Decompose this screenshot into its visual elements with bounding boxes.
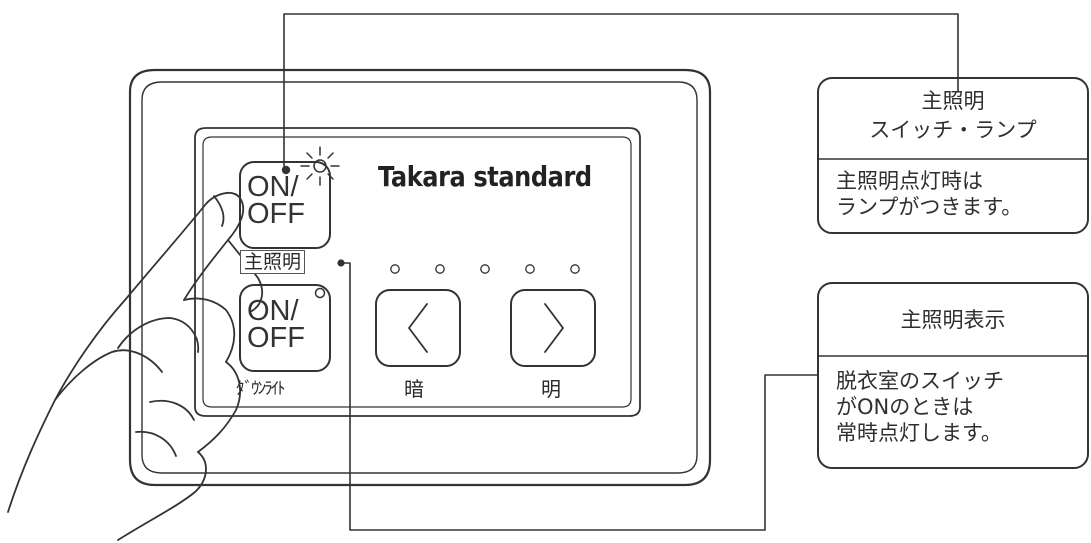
control-panel-face-inner <box>202 136 632 408</box>
dimmer-dark-button-shape <box>375 289 461 367</box>
callout-2-body-line2: がONのときは <box>836 395 974 419</box>
control-panel-face <box>194 127 641 417</box>
callout-2-body: 脱衣室のスイッチ がONのときは 常時点灯します。 <box>836 368 1004 446</box>
callout-box-1 <box>817 77 1089 234</box>
callout-2-body-line3: 常時点灯します。 <box>836 421 1002 445</box>
dimmer-dark-label: 暗 <box>404 377 424 401</box>
leader-line-lamp <box>283 13 959 167</box>
downlight-button[interactable]: ON/ OFF <box>247 295 305 354</box>
downlight-button-line1: ON/ <box>247 295 299 327</box>
switch-plate-outer <box>128 68 712 487</box>
callout-1-title: 主照明 スイッチ・ランプ <box>819 87 1087 145</box>
dimmer-bright-button-shape <box>510 289 596 367</box>
callout-2-title: 主照明表示 <box>819 306 1087 335</box>
callout-1-body-line2: ランプがつきます。 <box>836 195 1023 219</box>
switch-plate-inner-rim <box>141 81 698 474</box>
callout-1-title-line2: スイッチ・ランプ <box>869 118 1037 142</box>
leader-line-indicator <box>340 262 819 531</box>
dimmer-bright-label: 明 <box>541 377 561 401</box>
hand-illustration <box>7 192 264 541</box>
brightness-level-dots <box>390 264 580 274</box>
callout-1-body: 主照明点灯時は ランプがつきます。 <box>836 168 1022 220</box>
main-lighting-label: 主照明 <box>240 250 306 274</box>
main-light-button-shape <box>239 161 331 249</box>
main-light-button[interactable]: ON/ OFF <box>247 171 305 230</box>
downlight-indicator <box>314 287 326 299</box>
callout-2-body-line1: 脱衣室のスイッチ <box>836 369 1004 393</box>
callout-1-body-line1: 主照明点灯時は <box>836 169 983 193</box>
main-light-button-line2: OFF <box>247 198 305 230</box>
downlight-button-line2: OFF <box>247 322 305 354</box>
main-light-button-line1: ON/ <box>247 171 299 203</box>
callout-box-2 <box>817 282 1089 469</box>
callout-1-title-line1: 主照明 <box>921 89 985 113</box>
callout-2-title-line1: 主照明表示 <box>900 308 1006 332</box>
main-lamp-indicator <box>281 165 291 175</box>
brand-logo-text: Takara standard <box>378 160 592 193</box>
downlight-label: ﾀﾞｳﾝﾗｲﾄ <box>236 379 285 399</box>
lamp-glow-rays <box>300 146 340 186</box>
downlight-button-shape <box>239 284 331 372</box>
